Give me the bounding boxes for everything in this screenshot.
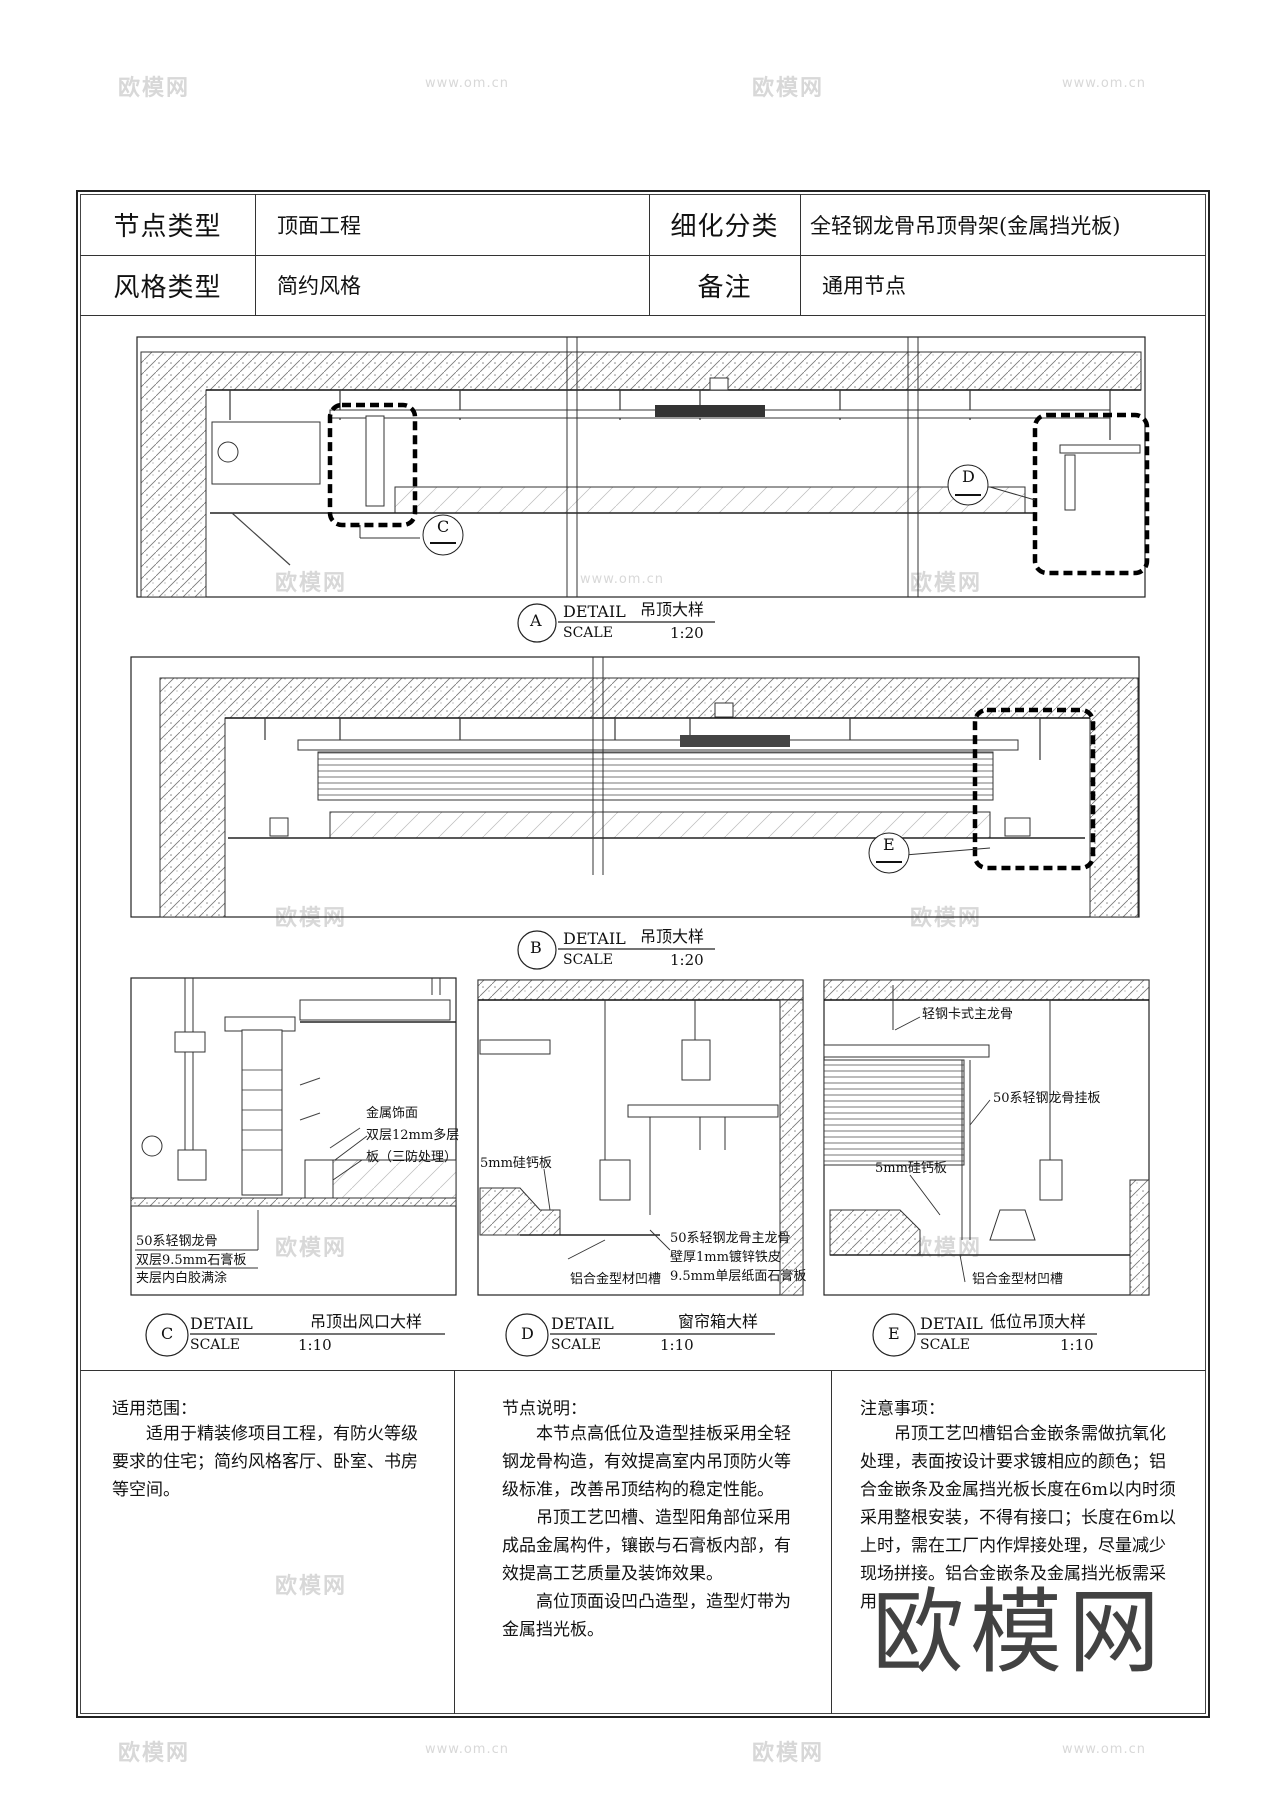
node-type-value: 顶面工程 — [277, 213, 361, 238]
scale-word: SCALE — [551, 1337, 601, 1353]
node-description-text: 本节点高低位及造型挂板采用全轻钢龙骨构造，有效提高室内吊顶防火等级标准，改善吊顶… — [502, 1420, 804, 1644]
header-divider — [80, 255, 1206, 256]
scale-word: SCALE — [190, 1337, 240, 1353]
detail-mark: D — [521, 1324, 534, 1343]
style-value: 简约风格 — [277, 274, 361, 298]
detail-word: DETAIL — [563, 602, 626, 621]
description-paragraph: 吊顶工艺凹槽、造型阳角部位采用成品金属构件，镶嵌与石膏板内部，有效提高工艺质量及… — [502, 1508, 791, 1584]
callout-label: 50系轻钢龙骨主龙骨 — [670, 1231, 791, 1246]
header-divider — [649, 194, 650, 315]
sub-category-value: 全轻钢龙骨吊顶骨架(金属挡光板) — [810, 213, 1121, 238]
callout-label: 5mm硅钙板 — [480, 1156, 552, 1171]
detail-name: 吊顶大样 — [640, 600, 705, 619]
scale-word: SCALE — [563, 952, 613, 968]
callout-label: 50系轻钢龙骨 — [136, 1234, 218, 1249]
callout-label: 铝合金型材凹槽 — [570, 1272, 662, 1287]
detail-word: DETAIL — [190, 1314, 253, 1333]
callout-label: 9.5mm单层纸面石膏板 — [670, 1269, 807, 1284]
description-paragraph: 高位顶面设凹凸造型，造型灯带为金属挡光板。 — [502, 1592, 791, 1640]
scale-value: 1:10 — [660, 1336, 694, 1354]
scale-value: 1:20 — [670, 624, 704, 642]
watermark-text: 欧模网 — [752, 76, 825, 101]
scale-word: SCALE — [563, 625, 613, 641]
section-mark-d: D — [962, 467, 975, 486]
watermark-text: 欧模网 — [275, 571, 348, 596]
detail-c-drawing — [130, 977, 457, 1296]
watermark-text: 欧模网 — [118, 76, 191, 101]
detail-mark: E — [888, 1324, 900, 1343]
description-paragraph: 本节点高低位及造型挂板采用全轻钢龙骨构造，有效提高室内吊顶防火等级标准，改善吊顶… — [502, 1424, 791, 1500]
watermark-url: www.om.cn — [425, 1742, 509, 1757]
detail-word: DETAIL — [920, 1314, 983, 1333]
sheet-inner-frame — [80, 194, 1206, 1714]
watermark-text: 欧模网 — [910, 906, 983, 931]
section-mark-c: C — [437, 517, 450, 536]
watermark-url: www.om.cn — [1062, 1742, 1146, 1757]
scope-text: 适用于精装修项目工程，有防火等级要求的住宅；简约风格客厅、卧室、书房等空间。 — [112, 1420, 432, 1504]
watermark-text: 欧模网 — [118, 1741, 191, 1766]
scale-value: 1:10 — [1060, 1336, 1094, 1354]
detail-d-drawing — [477, 979, 804, 1296]
callout-label: 铝合金型材凹槽 — [972, 1272, 1064, 1287]
watermark-url: www.om.cn — [1062, 76, 1146, 91]
watermark-url: www.om.cn — [425, 76, 509, 91]
attention-text: 吊顶工艺凹槽铝合金嵌条需做抗氧化处理，表面按设计要求镀相应的颜色；铝合金嵌条及金… — [860, 1420, 1176, 1616]
detail-mark: B — [530, 938, 542, 957]
detail-a-drawing — [136, 336, 1150, 598]
callout-label: 50系轻钢龙骨挂板 — [993, 1091, 1101, 1106]
sub-category-label: 细化分类 — [670, 212, 779, 242]
node-type-label: 节点类型 — [113, 212, 222, 242]
detail-word: DETAIL — [563, 929, 626, 948]
sheet-outer-frame — [76, 190, 1210, 1718]
watermark-text: 欧模网 — [910, 571, 983, 596]
scope-title: 适用范围： — [112, 1399, 197, 1419]
callout-label: 轻钢卡式主龙骨 — [922, 1007, 1014, 1022]
watermark-text: 欧模网 — [910, 1236, 983, 1261]
callout-label: 夹层内白胶满涂 — [136, 1271, 228, 1286]
header-divider — [80, 315, 1206, 316]
notes-divider — [454, 1370, 455, 1714]
detail-name: 吊顶大样 — [640, 927, 705, 946]
notes-divider — [831, 1370, 832, 1714]
callout-label: 5mm硅钙板 — [875, 1161, 947, 1176]
header-divider — [255, 194, 256, 315]
node-description-title: 节点说明： — [502, 1399, 587, 1419]
detail-word: DETAIL — [551, 1314, 614, 1333]
callout-leaders — [135, 1016, 991, 1283]
brand-logo: 欧模网 — [872, 1579, 1167, 1686]
detail-mark: C — [161, 1324, 174, 1343]
callout-label: 双层9.5mm石膏板 — [136, 1253, 247, 1268]
callout-label: 双层12mm多层 — [366, 1128, 460, 1143]
notes-divider — [80, 1370, 1206, 1371]
detail-name: 低位吊顶大样 — [990, 1312, 1087, 1331]
callout-label: 金属饰面 — [366, 1106, 419, 1121]
section-mark-e: E — [883, 835, 895, 854]
detail-b-drawing — [130, 656, 1140, 918]
header-divider — [800, 194, 801, 315]
detail-name: 吊顶出风口大样 — [310, 1312, 423, 1331]
watermark-text: 欧模网 — [752, 1741, 825, 1766]
watermark-text: 欧模网 — [275, 1574, 348, 1599]
attention-paragraph: 吊顶工艺凹槽铝合金嵌条需做抗氧化处理，表面按设计要求镀相应的颜色；铝合金嵌条及金… — [860, 1424, 1176, 1612]
scale-word: SCALE — [920, 1337, 970, 1353]
detail-name: 窗帘箱大样 — [678, 1312, 759, 1331]
remark-value: 通用节点 — [822, 274, 906, 298]
scope-paragraph: 适用于精装修项目工程，有防火等级要求的住宅；简约风格客厅、卧室、书房等空间。 — [112, 1424, 418, 1500]
remark-label: 备注 — [697, 272, 752, 303]
callout-label: 板（三防处理） — [366, 1150, 458, 1165]
callout-label: 壁厚1mm镀锌铁皮 — [670, 1250, 781, 1265]
scale-value: 1:20 — [670, 951, 704, 969]
detail-e-drawing — [823, 979, 1150, 1296]
detail-mark: A — [530, 611, 542, 630]
watermark-text: 欧模网 — [275, 906, 348, 931]
scale-value: 1:10 — [298, 1336, 332, 1354]
style-label: 风格类型 — [113, 272, 222, 303]
watermark-text: 欧模网 — [275, 1236, 348, 1261]
detail-title-marks — [145, 603, 1097, 1357]
watermark-url: www.om.cn — [580, 572, 664, 587]
attention-title: 注意事项： — [860, 1399, 945, 1419]
